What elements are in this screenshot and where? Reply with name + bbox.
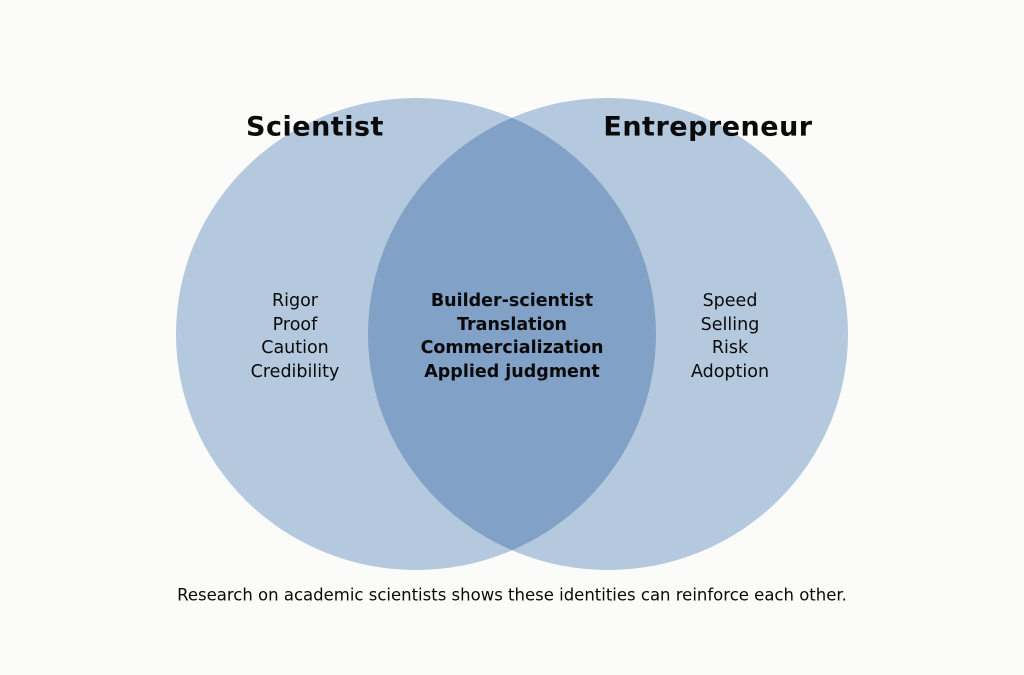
overlap-item: Translation <box>457 314 567 335</box>
entrepreneur-circle <box>368 98 848 570</box>
entrepreneur-item: Risk <box>711 338 749 358</box>
scientist-circle-title: Scientist <box>246 111 384 143</box>
entrepreneur-item: Selling <box>700 314 760 335</box>
entrepreneur-items: Speed Selling Risk Adoption <box>691 290 769 384</box>
scientist-items: Rigor Proof Caution Credibility <box>251 290 340 384</box>
overlap-item: Commercialization <box>420 338 604 358</box>
entrepreneur-circle-title: Entrepreneur <box>603 111 813 143</box>
diagram-caption: Research on academic scientists shows th… <box>177 585 847 605</box>
overlap-item: Builder-scientist <box>430 291 594 311</box>
overlap-items: Builder-scientist Translation Commercial… <box>421 290 604 384</box>
overlap-item: Applied judgment <box>424 361 600 382</box>
scientist-item: Proof <box>272 314 318 335</box>
entrepreneur-item: Speed <box>702 291 758 311</box>
scientist-item: Caution <box>261 338 329 358</box>
scientist-item: Credibility <box>250 361 340 382</box>
entrepreneur-item: Adoption <box>690 361 770 382</box>
scientist-item: Rigor <box>271 291 319 311</box>
